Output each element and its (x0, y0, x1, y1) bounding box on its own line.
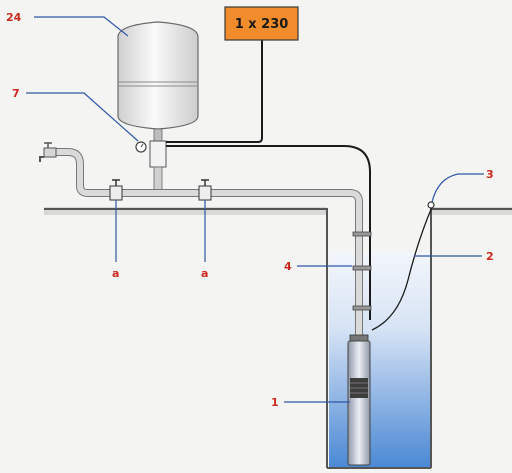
power-cable (166, 40, 263, 143)
callout-3: 3 (486, 168, 494, 181)
leader-24 (34, 16, 129, 37)
callout-1: 1 (271, 396, 279, 409)
pressure-switch (135, 140, 167, 168)
callout-24: 24 (6, 11, 22, 24)
valve-left-icon (109, 179, 123, 201)
leader-3 (431, 173, 484, 203)
pump-cable (166, 145, 371, 320)
safety-rope (371, 206, 433, 331)
ground-line-left (44, 208, 328, 468)
leader-7 (26, 92, 139, 142)
leader-lines (26, 16, 484, 403)
well-water (329, 252, 430, 468)
callout-7: 7 (12, 87, 20, 100)
ground-and-well (44, 207, 512, 469)
faucet-icon (39, 142, 57, 162)
callout-4: 4 (284, 260, 292, 273)
power-supply-box: 1 x 230 (224, 6, 299, 41)
pressure-tank (117, 21, 199, 142)
ground-line-right (430, 208, 512, 468)
ground-surface (44, 207, 327, 215)
rope-hook-icon (427, 201, 435, 209)
delivery-pipe (54, 148, 363, 335)
callouts: 24 7 3 2 4 1 a a (6, 11, 494, 409)
power-supply-label: 1 x 230 (235, 17, 289, 32)
submersible-pump (347, 334, 371, 466)
callout-a-right: a (201, 267, 208, 280)
valve-right-icon (198, 179, 212, 201)
tank-riser-pipe (153, 166, 163, 192)
callout-a-left: a (112, 267, 119, 280)
ground-surface-right (431, 207, 512, 215)
callout-2: 2 (486, 250, 494, 263)
pipe-clamps (352, 231, 372, 311)
